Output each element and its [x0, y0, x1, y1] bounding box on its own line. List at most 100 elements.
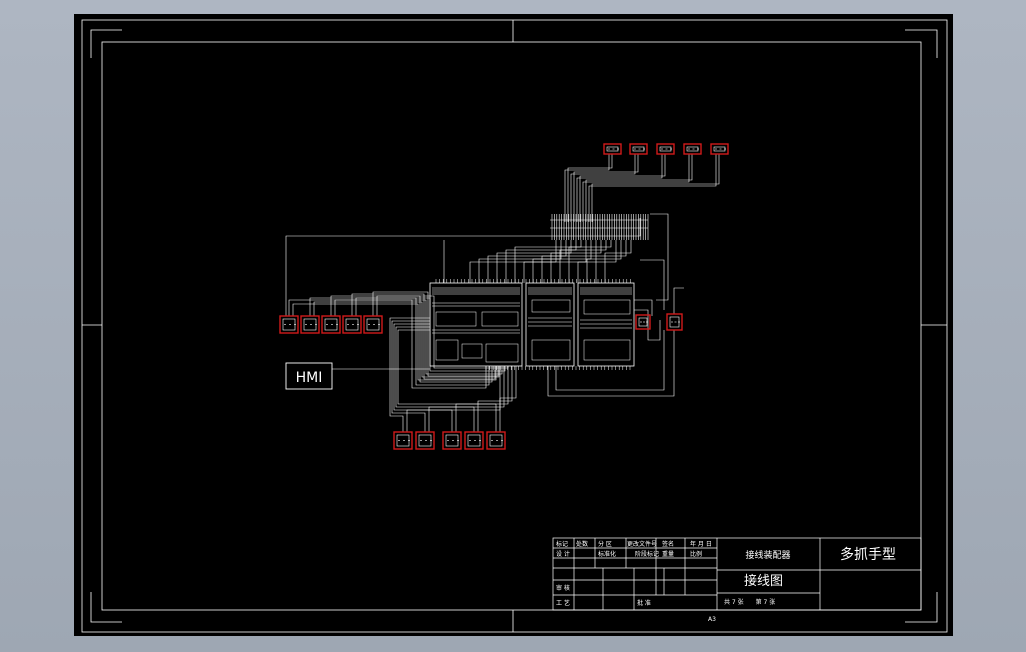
io1-label — [531, 299, 571, 313]
col-scale: 比例 — [690, 550, 702, 558]
top-harness-5 — [591, 154, 720, 222]
connector-outline — [666, 313, 683, 331]
top-harness-1 — [567, 154, 613, 222]
trim-mark-br — [905, 592, 938, 623]
top-connector-1[interactable] — [603, 143, 622, 155]
bottom-connector-1[interactable] — [393, 431, 413, 450]
drawing-name: 接线图 — [744, 573, 783, 589]
strip-to-module-11 — [568, 240, 612, 283]
left-connector-3[interactable] — [321, 315, 341, 334]
inner-frame — [101, 41, 922, 611]
bottom-connector-4[interactable] — [464, 431, 484, 450]
right-link-1 — [634, 299, 653, 316]
io2-terminal-block — [583, 339, 631, 361]
connector-outline — [629, 143, 648, 155]
left-harness-5 — [372, 291, 499, 377]
top-harness-3 — [579, 154, 666, 222]
right-feed — [640, 259, 665, 310]
title-block-text: 标记 处数 分 区 更改文件号 签名 年 月 日 设 计 标准化 阶段标记 重量… — [556, 540, 896, 623]
plc-modules — [429, 282, 635, 367]
strip-to-module-2 — [487, 240, 567, 283]
connector-outline — [656, 143, 675, 155]
module-detail — [432, 279, 632, 370]
io-module-1[interactable] — [525, 282, 575, 367]
connector-outline — [300, 315, 320, 334]
sheet-size: A3 — [708, 616, 716, 623]
left-harness-2b — [313, 301, 500, 378]
top-connector-3[interactable] — [656, 143, 675, 155]
right-link-2 — [634, 309, 661, 341]
hmi-label: HMI — [296, 370, 323, 386]
assembly-name: 接线装配器 — [745, 549, 790, 561]
connector-outline — [635, 314, 651, 330]
right-connector-1[interactable] — [635, 314, 651, 330]
col-stage: 阶段标记 — [635, 550, 659, 558]
strip-to-module-12 — [577, 240, 617, 283]
trim-mark-bl — [90, 592, 122, 623]
left-feed-main — [285, 218, 641, 316]
left-connector-1[interactable] — [279, 315, 299, 334]
left-harness-1b — [292, 303, 497, 381]
trim-mark-tl — [90, 29, 122, 58]
connector-outline — [321, 315, 341, 334]
strip-to-module-7 — [532, 240, 592, 283]
top-harness-3b — [576, 154, 663, 222]
bottom-connector-3[interactable] — [442, 431, 462, 450]
header-mark: 标记 — [556, 540, 568, 548]
hmi-device[interactable]: HMI — [285, 362, 333, 390]
top-harness-5b — [588, 154, 717, 222]
strip-to-module-10 — [559, 240, 607, 283]
terminal-strip — [550, 214, 649, 240]
wiring-layer — [285, 154, 720, 432]
header-change-doc: 更改文件号 — [627, 540, 657, 548]
strip-to-module-4 — [505, 240, 577, 283]
connector-outline — [486, 431, 506, 450]
top-harness-2b — [570, 154, 636, 222]
connector-outline — [442, 431, 462, 450]
left-connector-5[interactable] — [363, 315, 383, 334]
left-connector-2[interactable] — [300, 315, 320, 334]
cpu-terminal-block — [485, 343, 519, 363]
col-weight: 重量 — [662, 550, 674, 558]
right-strip-link — [650, 213, 669, 301]
connector-outline — [683, 143, 702, 155]
io1-terminal-block — [531, 339, 571, 361]
right-connector-2[interactable] — [666, 313, 683, 331]
top-harness-4 — [585, 154, 693, 222]
header-zone: 分 区 — [598, 540, 612, 548]
io-module-2[interactable] — [577, 282, 635, 367]
bottom-harness-2 — [391, 320, 430, 432]
cpu-display — [435, 311, 477, 327]
header-sign: 签名 — [662, 540, 674, 548]
bottom-harness-4b — [477, 366, 513, 432]
row-review: 审 核 — [556, 584, 570, 592]
left-harness-3b — [334, 299, 503, 375]
bottom-connector-2[interactable] — [415, 431, 435, 450]
top-connector-2[interactable] — [629, 143, 648, 155]
connector-outline — [279, 315, 299, 334]
strip-to-module-15 — [604, 240, 632, 283]
outer-border — [81, 19, 948, 633]
title-block — [552, 537, 922, 611]
sheet-info: 共 7 张 第 7 张 — [724, 598, 775, 606]
strip-to-module-3 — [496, 240, 572, 283]
top-connector-4[interactable] — [683, 143, 702, 155]
product-name: 多抓手型 — [840, 546, 896, 563]
row-process: 工 艺 — [556, 599, 570, 607]
connector-outline — [710, 143, 729, 155]
bottom-harness-4 — [395, 326, 475, 432]
strip-to-module-9 — [550, 240, 602, 283]
cpu-slot — [435, 339, 459, 361]
left-connector-4[interactable] — [342, 315, 362, 334]
strip-to-module-5 — [514, 240, 582, 283]
bottom-harness-1 — [389, 317, 430, 432]
bottom-connector-5[interactable] — [486, 431, 506, 450]
io2-label — [583, 299, 631, 315]
right-link-3 — [673, 287, 684, 314]
bottom-harness-5 — [397, 329, 497, 432]
top-connector-5[interactable] — [710, 143, 729, 155]
left-harness-4 — [351, 293, 496, 380]
left-harness-3 — [330, 295, 493, 383]
plc-cpu-module[interactable] — [429, 282, 523, 367]
